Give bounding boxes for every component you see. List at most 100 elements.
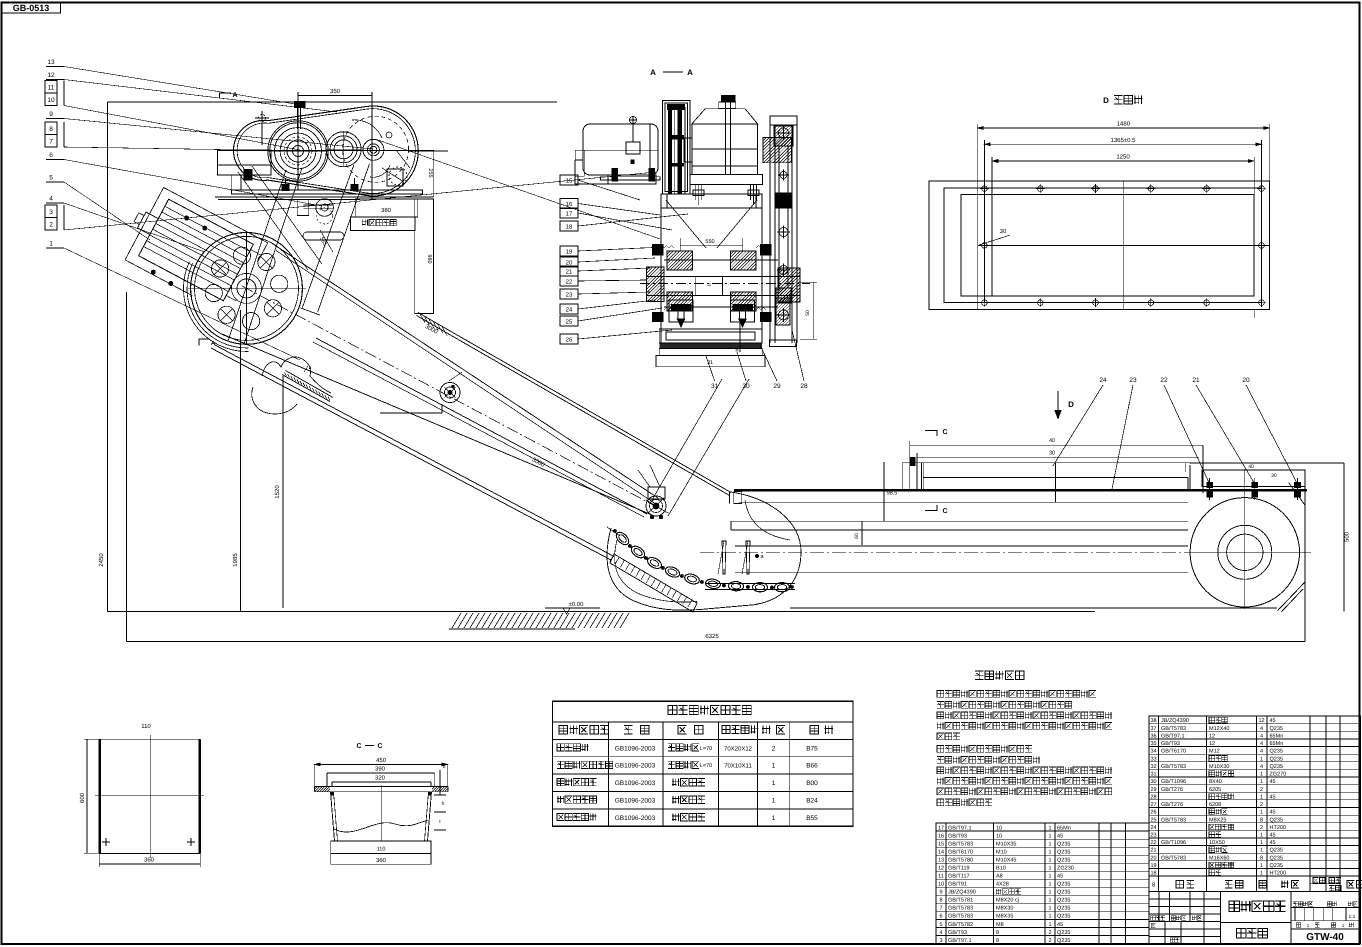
svg-text:2: 2 — [1048, 938, 1051, 944]
svg-text:15: 15 — [938, 842, 944, 848]
svg-text:18: 18 — [1150, 871, 1156, 877]
svg-text:A8: A8 — [996, 874, 1003, 880]
svg-text:1250: 1250 — [1116, 154, 1130, 161]
svg-text:GB/T1096: GB/T1096 — [1161, 779, 1186, 785]
svg-text:70X20X12: 70X20X12 — [724, 745, 753, 752]
svg-text:M16X60: M16X60 — [1209, 855, 1230, 861]
svg-text:GB/T276: GB/T276 — [1161, 802, 1183, 808]
svg-text:20: 20 — [566, 260, 573, 267]
svg-text:23: 23 — [1150, 833, 1156, 839]
svg-text:11: 11 — [938, 874, 944, 880]
svg-text:30: 30 — [1150, 779, 1156, 785]
svg-text:GB/T5783: GB/T5783 — [1161, 855, 1186, 861]
svg-text:GTW-40: GTW-40 — [1306, 932, 1344, 943]
svg-text:GB/T93: GB/T93 — [948, 930, 967, 936]
svg-text:13: 13 — [47, 59, 55, 66]
svg-text:1: 1 — [1260, 810, 1263, 816]
svg-text:6: 6 — [49, 152, 53, 159]
svg-text:Q235: Q235 — [1057, 914, 1070, 920]
svg-text:70X10X11: 70X10X11 — [724, 763, 752, 770]
svg-text:5: 5 — [49, 175, 53, 182]
svg-text:GB/T5783: GB/T5783 — [1161, 726, 1186, 732]
svg-text:33: 33 — [1150, 756, 1156, 762]
svg-text:1520: 1520 — [274, 485, 281, 499]
svg-text:M8: M8 — [996, 922, 1004, 928]
svg-text:1: 1 — [1048, 922, 1051, 928]
svg-text:M10: M10 — [996, 850, 1007, 856]
svg-text:Q235: Q235 — [1057, 930, 1070, 936]
svg-text:7: 7 — [939, 906, 942, 912]
svg-text:30: 30 — [1000, 228, 1007, 235]
svg-text:Q235: Q235 — [1057, 842, 1070, 848]
svg-text:13: 13 — [938, 858, 944, 864]
svg-text:JB/ZQ4390: JB/ZQ4390 — [1161, 718, 1189, 724]
svg-text:17: 17 — [938, 825, 944, 831]
svg-text:GB/T119: GB/T119 — [948, 866, 970, 872]
svg-text:h: h — [442, 801, 445, 807]
svg-text:1: 1 — [1048, 890, 1051, 896]
svg-text:12: 12 — [1209, 733, 1215, 739]
svg-text:15: 15 — [566, 178, 573, 185]
svg-text:A: A — [687, 68, 693, 77]
svg-text:1: 1 — [1048, 898, 1051, 904]
svg-text:8: 8 — [1260, 817, 1263, 823]
svg-text:2450: 2450 — [98, 553, 105, 567]
svg-text:12: 12 — [47, 72, 55, 79]
svg-text:D: D — [1103, 96, 1109, 105]
svg-text:5: 5 — [939, 922, 942, 928]
svg-text:C: C — [377, 743, 382, 750]
svg-text:B66: B66 — [806, 763, 818, 770]
svg-text:GB/T97.1: GB/T97.1 — [1161, 733, 1185, 739]
svg-text:360: 360 — [376, 857, 387, 864]
svg-text:M12X40: M12X40 — [1209, 726, 1230, 732]
svg-text:Q235: Q235 — [1057, 898, 1070, 904]
svg-text:11: 11 — [48, 85, 55, 92]
svg-text:1: 1 — [1048, 858, 1051, 864]
svg-text:M10X30: M10X30 — [1209, 764, 1230, 770]
svg-text:B55: B55 — [806, 815, 818, 822]
svg-text:450: 450 — [376, 757, 387, 764]
svg-text:12: 12 — [938, 866, 944, 872]
svg-text:GB/T6170: GB/T6170 — [1161, 749, 1186, 755]
svg-text:35: 35 — [1150, 741, 1156, 747]
svg-text:1: 1 — [1048, 842, 1051, 848]
svg-text:GB/T97.1: GB/T97.1 — [948, 938, 972, 944]
svg-text:1: 1 — [1048, 866, 1051, 872]
svg-text:600: 600 — [79, 792, 86, 803]
svg-text:GB/T97.1: GB/T97.1 — [948, 825, 972, 831]
svg-text:2: 2 — [1260, 787, 1263, 793]
svg-text:B75: B75 — [806, 745, 818, 752]
svg-text:1985: 1985 — [232, 553, 239, 567]
svg-text:L=70: L=70 — [700, 763, 712, 769]
svg-text:8: 8 — [996, 938, 999, 944]
svg-text:GB/T276: GB/T276 — [1161, 787, 1183, 793]
svg-text:1: 1 — [1260, 848, 1263, 854]
svg-text:4X28: 4X28 — [996, 882, 1009, 888]
svg-text:98.5: 98.5 — [887, 491, 898, 497]
svg-text:1: 1 — [1260, 779, 1263, 785]
svg-text:GB/T93: GB/T93 — [948, 833, 967, 839]
svg-text:38: 38 — [1150, 718, 1156, 724]
svg-text:980: 980 — [426, 254, 432, 263]
svg-text:4: 4 — [1260, 741, 1263, 747]
svg-text:GB1096-2003: GB1096-2003 — [615, 763, 656, 770]
svg-text:1: 1 — [772, 763, 776, 770]
svg-text:1: 1 — [772, 798, 776, 805]
svg-text:2: 2 — [1260, 825, 1263, 831]
svg-text:50: 50 — [805, 310, 811, 316]
svg-text:320: 320 — [375, 775, 386, 782]
svg-text:GB/T5783: GB/T5783 — [948, 914, 973, 920]
svg-text:1: 1 — [1307, 923, 1310, 928]
svg-text:GB/T5782: GB/T5782 — [948, 922, 973, 928]
svg-text:ZG230: ZG230 — [1057, 866, 1074, 872]
svg-text:360: 360 — [144, 857, 155, 864]
svg-text:45: 45 — [1270, 779, 1276, 785]
svg-text:GB/T1096: GB/T1096 — [1161, 840, 1186, 846]
svg-text:GB/T5781: GB/T5781 — [948, 898, 973, 904]
svg-text:110: 110 — [377, 847, 386, 853]
svg-text:GB/T6170: GB/T6170 — [948, 850, 973, 856]
svg-text:A: A — [232, 92, 237, 99]
svg-text:45: 45 — [1270, 794, 1276, 800]
svg-text:2: 2 — [49, 222, 53, 229]
svg-text:JB/ZQ4390: JB/ZQ4390 — [948, 890, 976, 896]
